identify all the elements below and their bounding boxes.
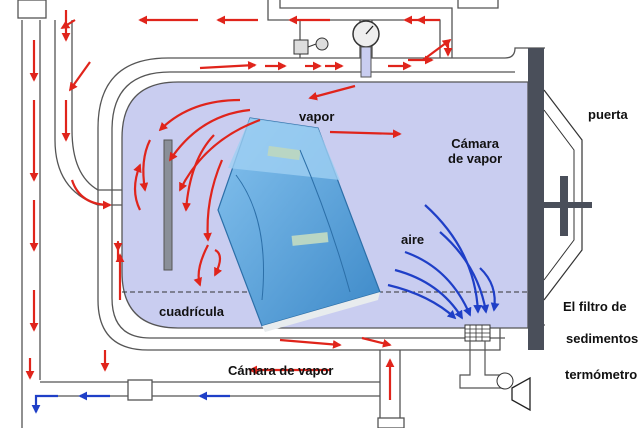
wrapped-package <box>217 117 381 332</box>
label-aire: aire <box>401 232 425 247</box>
door <box>528 48 592 350</box>
label-termometro: termómetro <box>565 367 638 382</box>
steam-arrows <box>25 10 453 400</box>
label-camara-top: Cámara de vapor <box>448 136 503 167</box>
thermometer-device <box>511 376 531 412</box>
bottom-right-valve <box>377 417 405 428</box>
sediment-filter <box>459 324 514 390</box>
label-filtro: El filtro de <box>563 299 627 314</box>
label-vapor: vapor <box>299 109 335 124</box>
label-sedimentos: sedimentos <box>566 331 639 346</box>
grid-rack <box>163 139 173 271</box>
steam-valve <box>293 37 329 55</box>
outer-jacket <box>97 47 545 351</box>
air-arrows <box>31 204 500 414</box>
label-camara-bottom: Cámara de vapor <box>228 363 334 378</box>
label-cuadricula: cuadrícula <box>153 303 231 322</box>
label-puerta: puerta <box>588 107 628 122</box>
bottom-valve-box <box>127 379 153 401</box>
label-camara-top-line2: de vapor <box>448 150 503 166</box>
label-camara-top-line1: Cámara <box>451 136 499 151</box>
pressure-gauge <box>352 20 380 78</box>
top-left-valve <box>17 0 47 19</box>
